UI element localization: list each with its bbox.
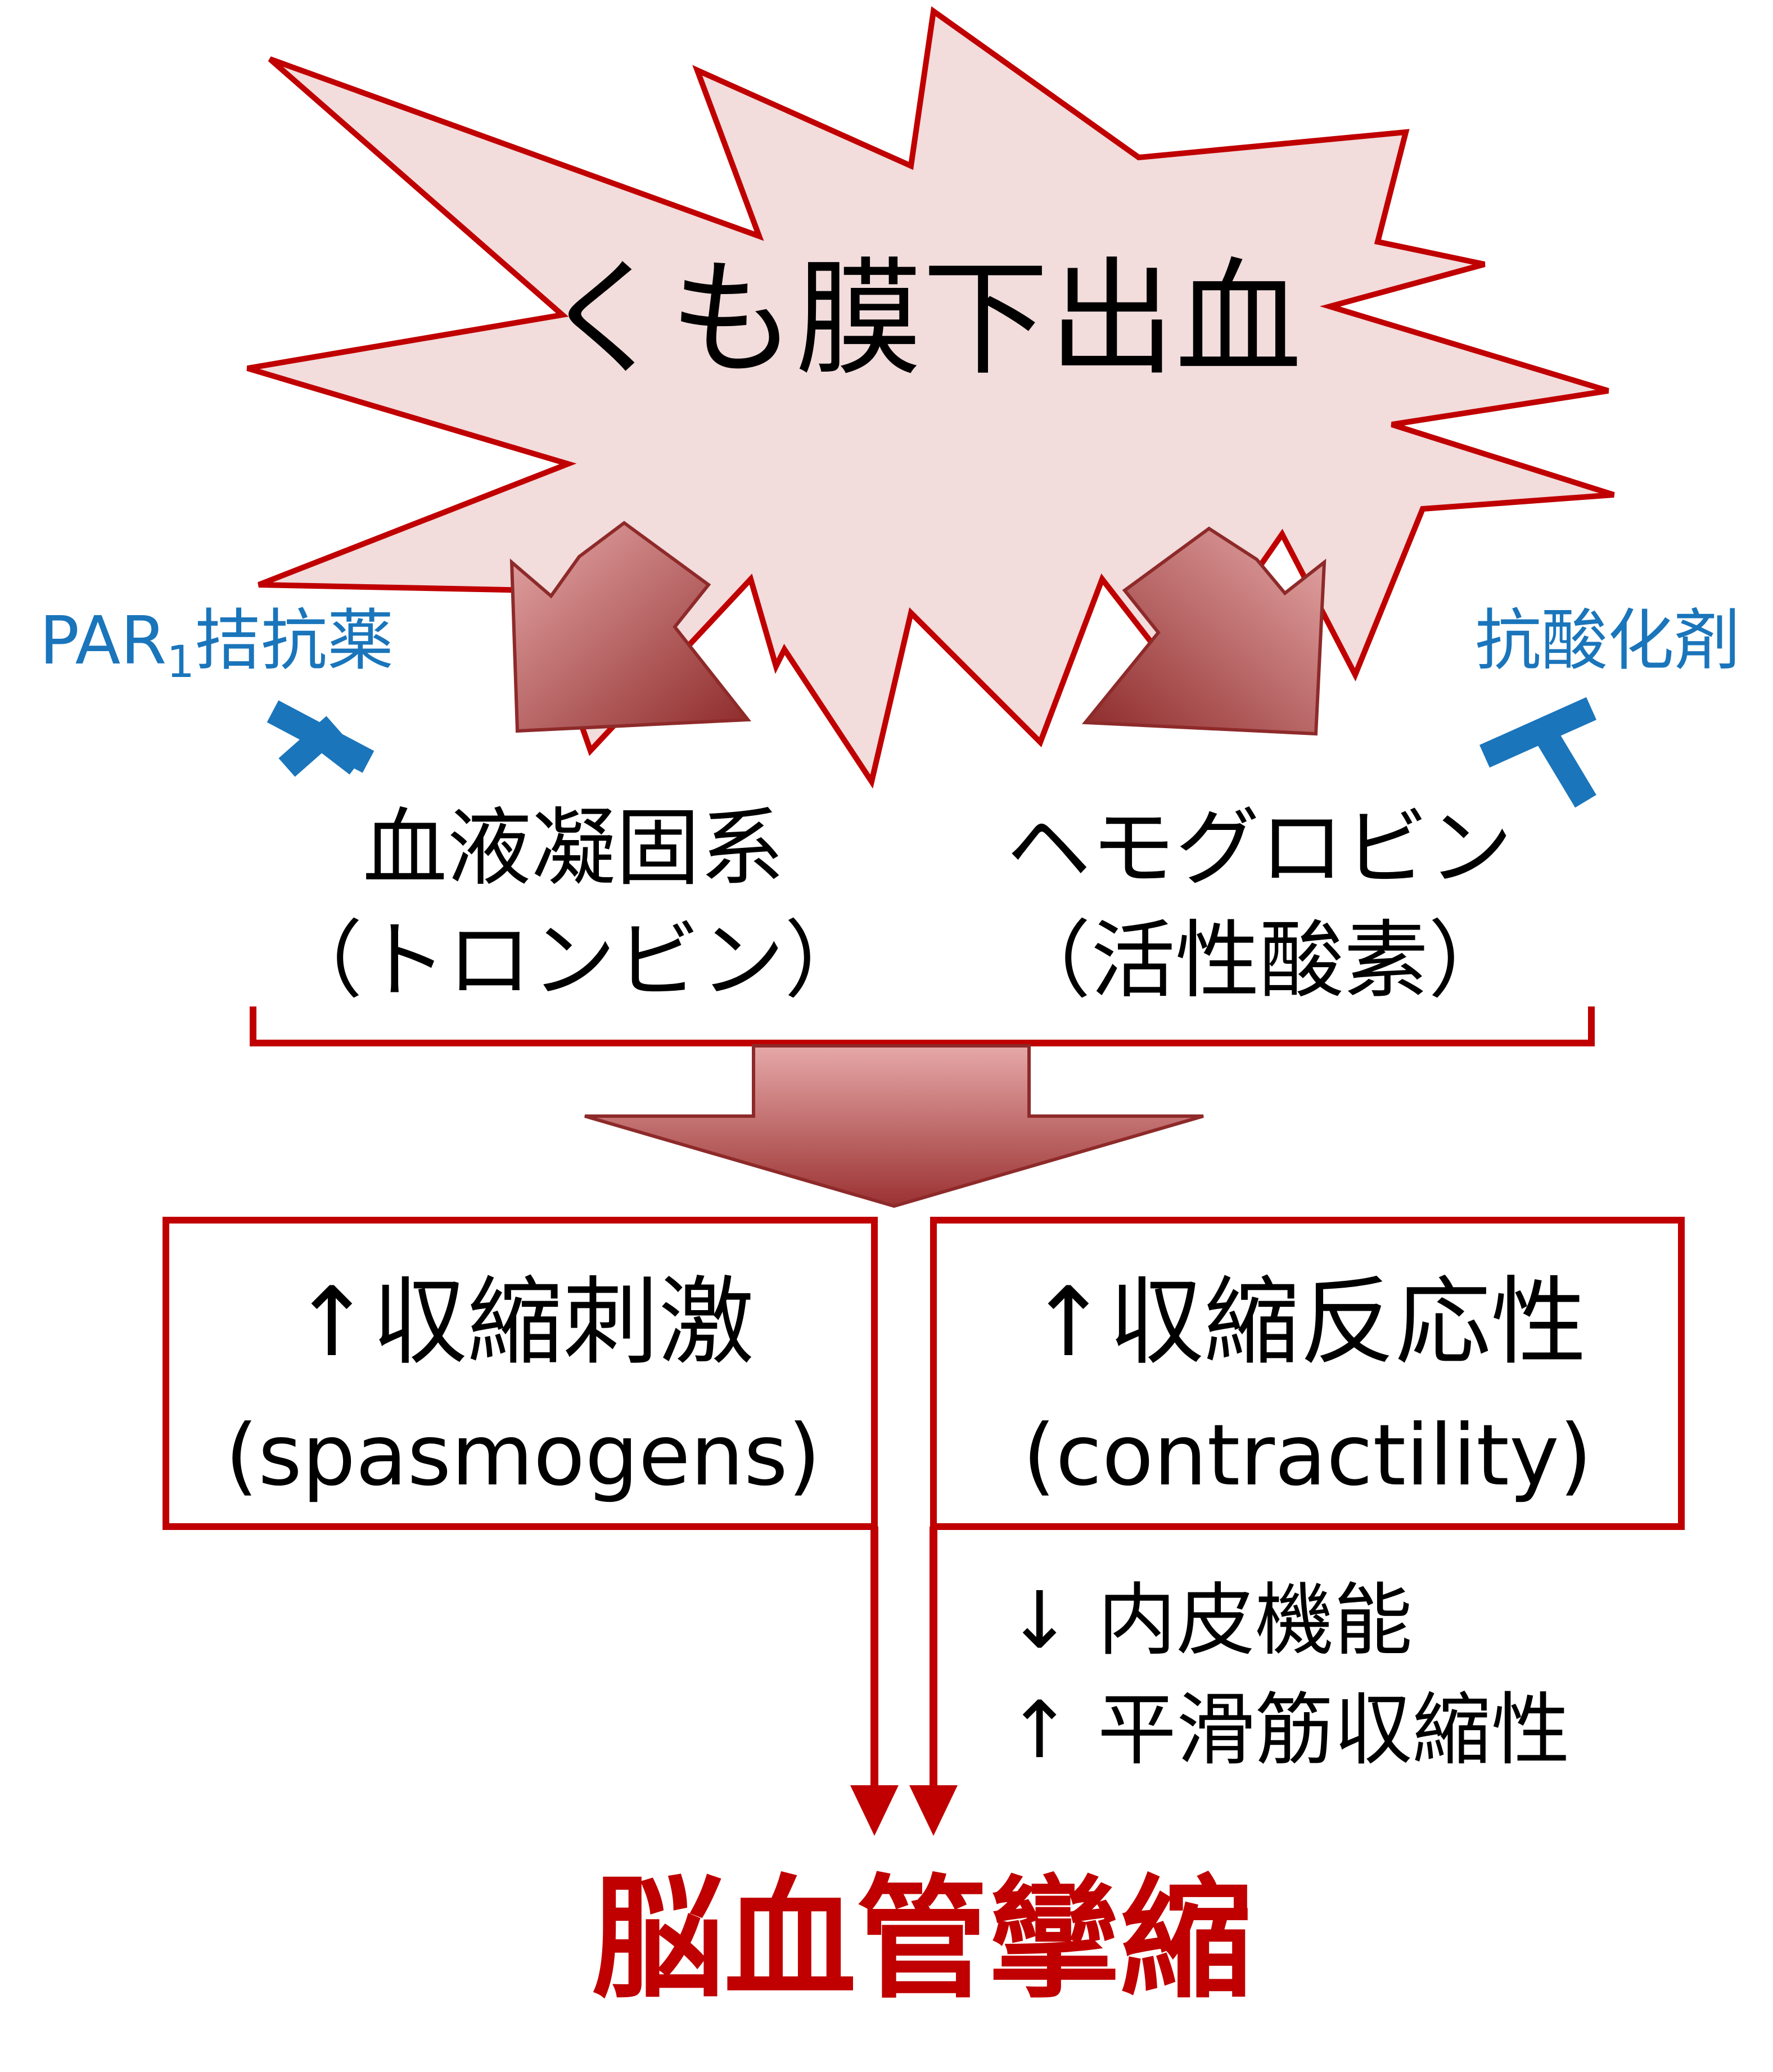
right-inhibition-mark — [1479, 697, 1596, 808]
spasmogens-box — [163, 1217, 878, 1530]
right-diagonal-arrow — [1081, 526, 1327, 736]
left-descending-arrow — [850, 1527, 899, 1836]
right-descending-arrow — [909, 1527, 958, 1836]
spasmogens-subtitle: (spasmogens) — [225, 1407, 820, 1505]
spasmogens-title: ↑収縮刺激 — [292, 1267, 754, 1378]
contractility-box — [930, 1217, 1685, 1530]
reactive-oxygen-label: （活性酸素） — [1007, 912, 1513, 1010]
subarachnoid-hemorrhage-burst — [246, 6, 1615, 789]
central-down-arrow — [584, 1044, 1204, 1208]
contractility-subtitle: (contractility) — [1023, 1407, 1592, 1505]
smooth-muscle-note: ↑ 平滑筋収縮性 — [1007, 1685, 1570, 1776]
cerebral-vasospasm-label: 脳血管攣縮 — [592, 1863, 1253, 2016]
coagulation-label: 血液凝固系 — [363, 800, 784, 897]
left-diagonal-arrow — [509, 521, 751, 733]
contractility-title: ↑収縮反応性 — [1028, 1267, 1586, 1378]
convergence-bracket — [250, 1006, 1595, 1046]
hemoglobin-label: ヘモグロビン — [1007, 800, 1513, 897]
burst-label: くも膜下出血 — [543, 246, 1302, 393]
thrombin-label: （トロンビン） — [278, 912, 869, 1010]
left-inhibition-mark — [267, 700, 375, 777]
antioxidant-label: 抗酸化剤 — [1475, 602, 1740, 679]
endothelial-function-note: ↓ 内皮機能 — [1007, 1575, 1413, 1667]
par1-antagonist-label: PAR1拮抗薬 — [39, 602, 394, 688]
